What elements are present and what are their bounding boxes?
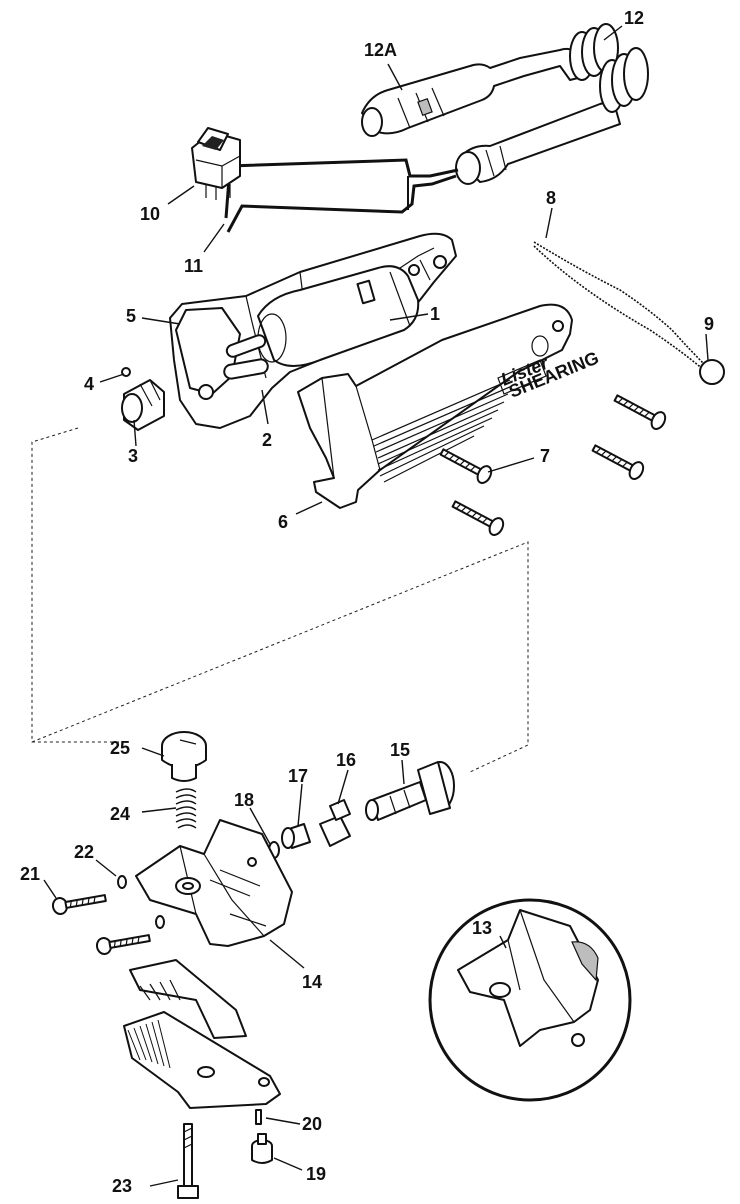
callout-21: 21 bbox=[20, 864, 40, 884]
callout-17: 17 bbox=[288, 766, 308, 786]
spring-part bbox=[175, 788, 197, 829]
comb-screws-part bbox=[51, 875, 165, 955]
blades-part bbox=[123, 959, 281, 1109]
callout-14: 14 bbox=[302, 972, 322, 992]
tension-knob-part bbox=[161, 731, 207, 782]
pivot-pin-part bbox=[177, 1109, 273, 1199]
callout-9: 9 bbox=[704, 314, 714, 334]
callout-labels: 12 12A 10 11 8 9 5 1 2 3 4 7 6 25 24 18 … bbox=[20, 8, 714, 1196]
callout-11: 11 bbox=[184, 256, 203, 276]
callout-6: 6 bbox=[278, 512, 288, 532]
callout-15: 15 bbox=[390, 740, 410, 760]
callout-2: 2 bbox=[262, 430, 272, 450]
knob-part bbox=[121, 367, 165, 431]
callout-23: 23 bbox=[112, 1176, 132, 1196]
callout-16: 16 bbox=[336, 750, 356, 770]
power-cord-part bbox=[224, 23, 649, 233]
assembly-guide-lines bbox=[31, 427, 529, 773]
callout-24: 24 bbox=[110, 804, 130, 824]
callout-22: 22 bbox=[74, 842, 94, 862]
callout-13: 13 bbox=[472, 918, 492, 938]
callout-7: 7 bbox=[540, 446, 550, 466]
callout-18: 18 bbox=[234, 790, 254, 810]
callout-25: 25 bbox=[110, 738, 130, 758]
callout-8: 8 bbox=[546, 188, 556, 208]
callout-4: 4 bbox=[84, 374, 94, 394]
head-part bbox=[135, 819, 293, 947]
crank-assembly-part bbox=[268, 761, 455, 859]
detail-inset-part bbox=[428, 898, 632, 1102]
switch-part bbox=[191, 127, 241, 200]
callout-1: 1 bbox=[430, 304, 440, 324]
leader-lines bbox=[43, 25, 709, 1187]
callout-12: 12 bbox=[624, 8, 644, 28]
screws-part bbox=[439, 394, 667, 536]
callout-19: 19 bbox=[306, 1164, 326, 1184]
callout-5: 5 bbox=[126, 306, 136, 326]
callout-3: 3 bbox=[128, 446, 138, 466]
callout-10: 10 bbox=[140, 204, 160, 224]
lanyard-part bbox=[533, 241, 725, 385]
callout-12a: 12A bbox=[364, 40, 397, 60]
callout-20: 20 bbox=[302, 1114, 322, 1134]
motor-housing-part bbox=[169, 232, 457, 429]
